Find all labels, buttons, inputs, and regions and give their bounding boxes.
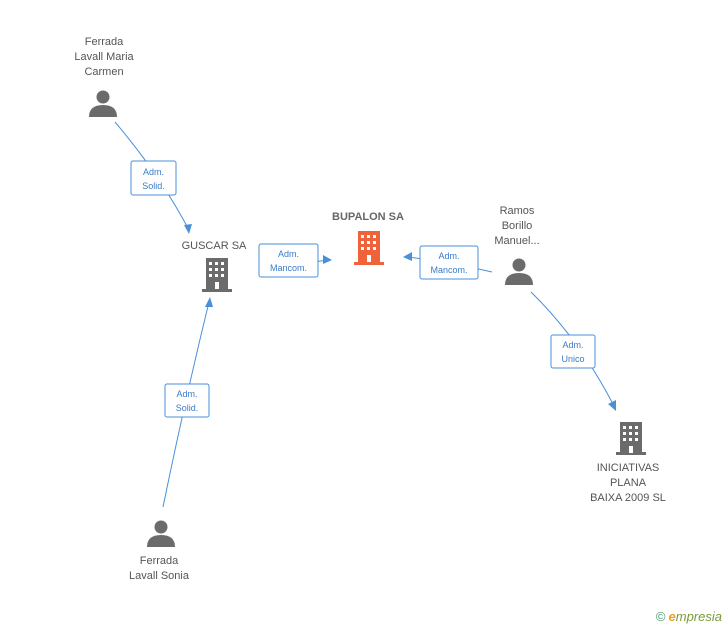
copyright-symbol: © [655,609,666,624]
node-label-line: GUSCAR SA [182,240,247,252]
person-icon [147,520,175,547]
person-icon [89,90,117,117]
node-label-line: INICIATIVAS [597,462,660,474]
edge-label-line: Mancom. [270,263,307,273]
arrowhead-bupalon-left [323,255,332,264]
edge-label-line: Adm. [278,249,299,259]
arrowhead-iniciativas [608,400,616,411]
building-icon [616,422,646,455]
node-label-line: Borillo [502,220,533,232]
node-label-line: Ferrada [140,555,179,567]
arrowhead-guscar-top [184,224,192,234]
node-label-line: PLANA [610,477,647,489]
node-guscar-sa[interactable]: GUSCAR SA [182,240,247,292]
node-label-line: BAIXA 2009 SL [590,492,666,504]
arrowhead-guscar-bottom [205,297,213,307]
edge-label-line: Adm. [438,251,459,261]
node-ferrada-lavall-sonia[interactable]: Ferrada Lavall Sonia [129,520,190,583]
node-ferrada-maria-carmen[interactable]: Ferrada Lavall Maria Carmen [74,36,135,117]
arrowhead-bupalon-right [403,252,412,261]
node-label-line: Lavall Sonia [129,570,190,582]
edge-label-ramos-iniciativas: Adm. Unico [550,334,596,369]
edge-label-line: Solid. [142,181,165,191]
node-label-main: BUPALON SA [332,211,404,223]
node-bupalon-sa[interactable]: BUPALON SA [332,211,404,265]
edge-label-line: Solid. [176,403,199,413]
edge-label-ramos-bupalon: Adm. Mancom. [419,245,479,280]
brand-initial: e [668,609,676,624]
brand-name: mpresia [675,609,722,624]
node-label-line: Lavall Maria [74,51,134,63]
building-icon [202,258,232,292]
node-label-line: Ferrada [85,36,124,48]
edge-label-ferrada-sonia-guscar: Adm. Solid. [164,383,210,418]
building-icon [354,231,384,265]
person-icon [505,258,533,285]
node-ramos-borillo-manuel[interactable]: Ramos Borillo Manuel... [494,205,540,285]
node-iniciativas-plana-baixa[interactable]: INICIATIVAS PLANA BAIXA 2009 SL [590,422,666,504]
edge-label-line: Adm. [176,389,197,399]
edge-label-line: Adm. [562,340,583,350]
edge-label-line: Mancom. [430,265,467,275]
edge-label-line: Adm. [143,167,164,177]
edge-label-ferrada-maria-guscar: Adm. Solid. [130,160,177,196]
empresia-logo: ©empresia [656,609,722,624]
edge-label-line: Unico [561,354,584,364]
node-label-line: Manuel... [494,235,539,247]
node-label-line: Carmen [84,66,123,78]
node-label-line: Ramos [500,205,535,217]
edge-label-guscar-bupalon: Adm. Mancom. [258,243,319,278]
